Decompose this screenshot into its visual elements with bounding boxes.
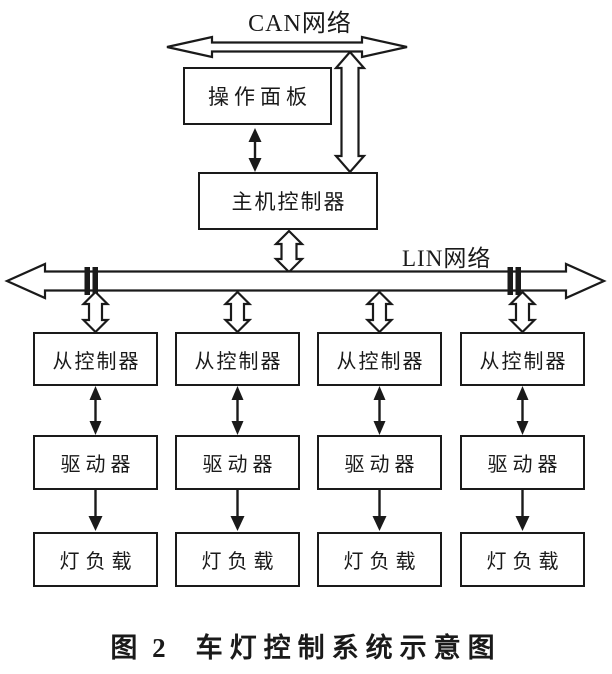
lin-network-label: LIN网络 bbox=[402, 246, 492, 271]
lin-to-slave-connector-3 bbox=[364, 290, 395, 334]
driver-box-2: 驱动器 bbox=[175, 435, 300, 490]
figure-title: 车灯控制系统示意图 bbox=[195, 633, 502, 663]
driver-to-load-connector-3 bbox=[372, 490, 387, 531]
slave-to-driver-connector-4 bbox=[516, 386, 529, 435]
driver-box-1: 驱动器 bbox=[33, 435, 158, 490]
figure-caption: 图 2 车灯控制系统示意图 bbox=[0, 626, 612, 665]
lin-bus-arrow bbox=[4, 262, 607, 300]
lamp-load-box-1: 灯负载 bbox=[33, 532, 158, 587]
lamp-load-box-4: 灯负载 bbox=[460, 532, 585, 587]
slave-to-driver-connector-3 bbox=[373, 386, 386, 435]
driver-box-4: 驱动器 bbox=[460, 435, 585, 490]
operation-panel-box: 操作面板 bbox=[183, 67, 332, 125]
lin-to-slave-connector-1 bbox=[80, 290, 111, 334]
driver-box-3: 驱动器 bbox=[317, 435, 442, 490]
driver-to-load-connector-2 bbox=[230, 490, 245, 531]
can-network-label: CAN网络 bbox=[248, 11, 352, 37]
slave-to-driver-connector-1 bbox=[89, 386, 102, 435]
slave-controller-box-1: 从控制器 bbox=[33, 332, 158, 386]
lamp-load-box-3: 灯负载 bbox=[317, 532, 442, 587]
can-bus-arrow bbox=[166, 35, 408, 59]
slave-to-driver-connector-2 bbox=[231, 386, 244, 435]
driver-to-load-connector-1 bbox=[88, 490, 103, 531]
host-to-lin-connector bbox=[273, 229, 305, 274]
slave-controller-box-4: 从控制器 bbox=[460, 332, 585, 386]
host-controller-box: 主机控制器 bbox=[198, 172, 378, 230]
lamp-load-box-2: 灯负载 bbox=[175, 532, 300, 587]
figure-number: 图 2 bbox=[110, 633, 170, 663]
lin-bus-terminator-right bbox=[507, 267, 521, 295]
slave-controller-box-3: 从控制器 bbox=[317, 332, 442, 386]
can-to-host-connector bbox=[333, 50, 367, 174]
panel-to-host-connector bbox=[248, 128, 262, 172]
lin-to-slave-connector-4 bbox=[507, 290, 538, 334]
lin-bus-terminator-left bbox=[84, 267, 98, 295]
slave-controller-box-2: 从控制器 bbox=[175, 332, 300, 386]
driver-to-load-connector-4 bbox=[515, 490, 530, 531]
lin-to-slave-connector-2 bbox=[222, 290, 253, 334]
